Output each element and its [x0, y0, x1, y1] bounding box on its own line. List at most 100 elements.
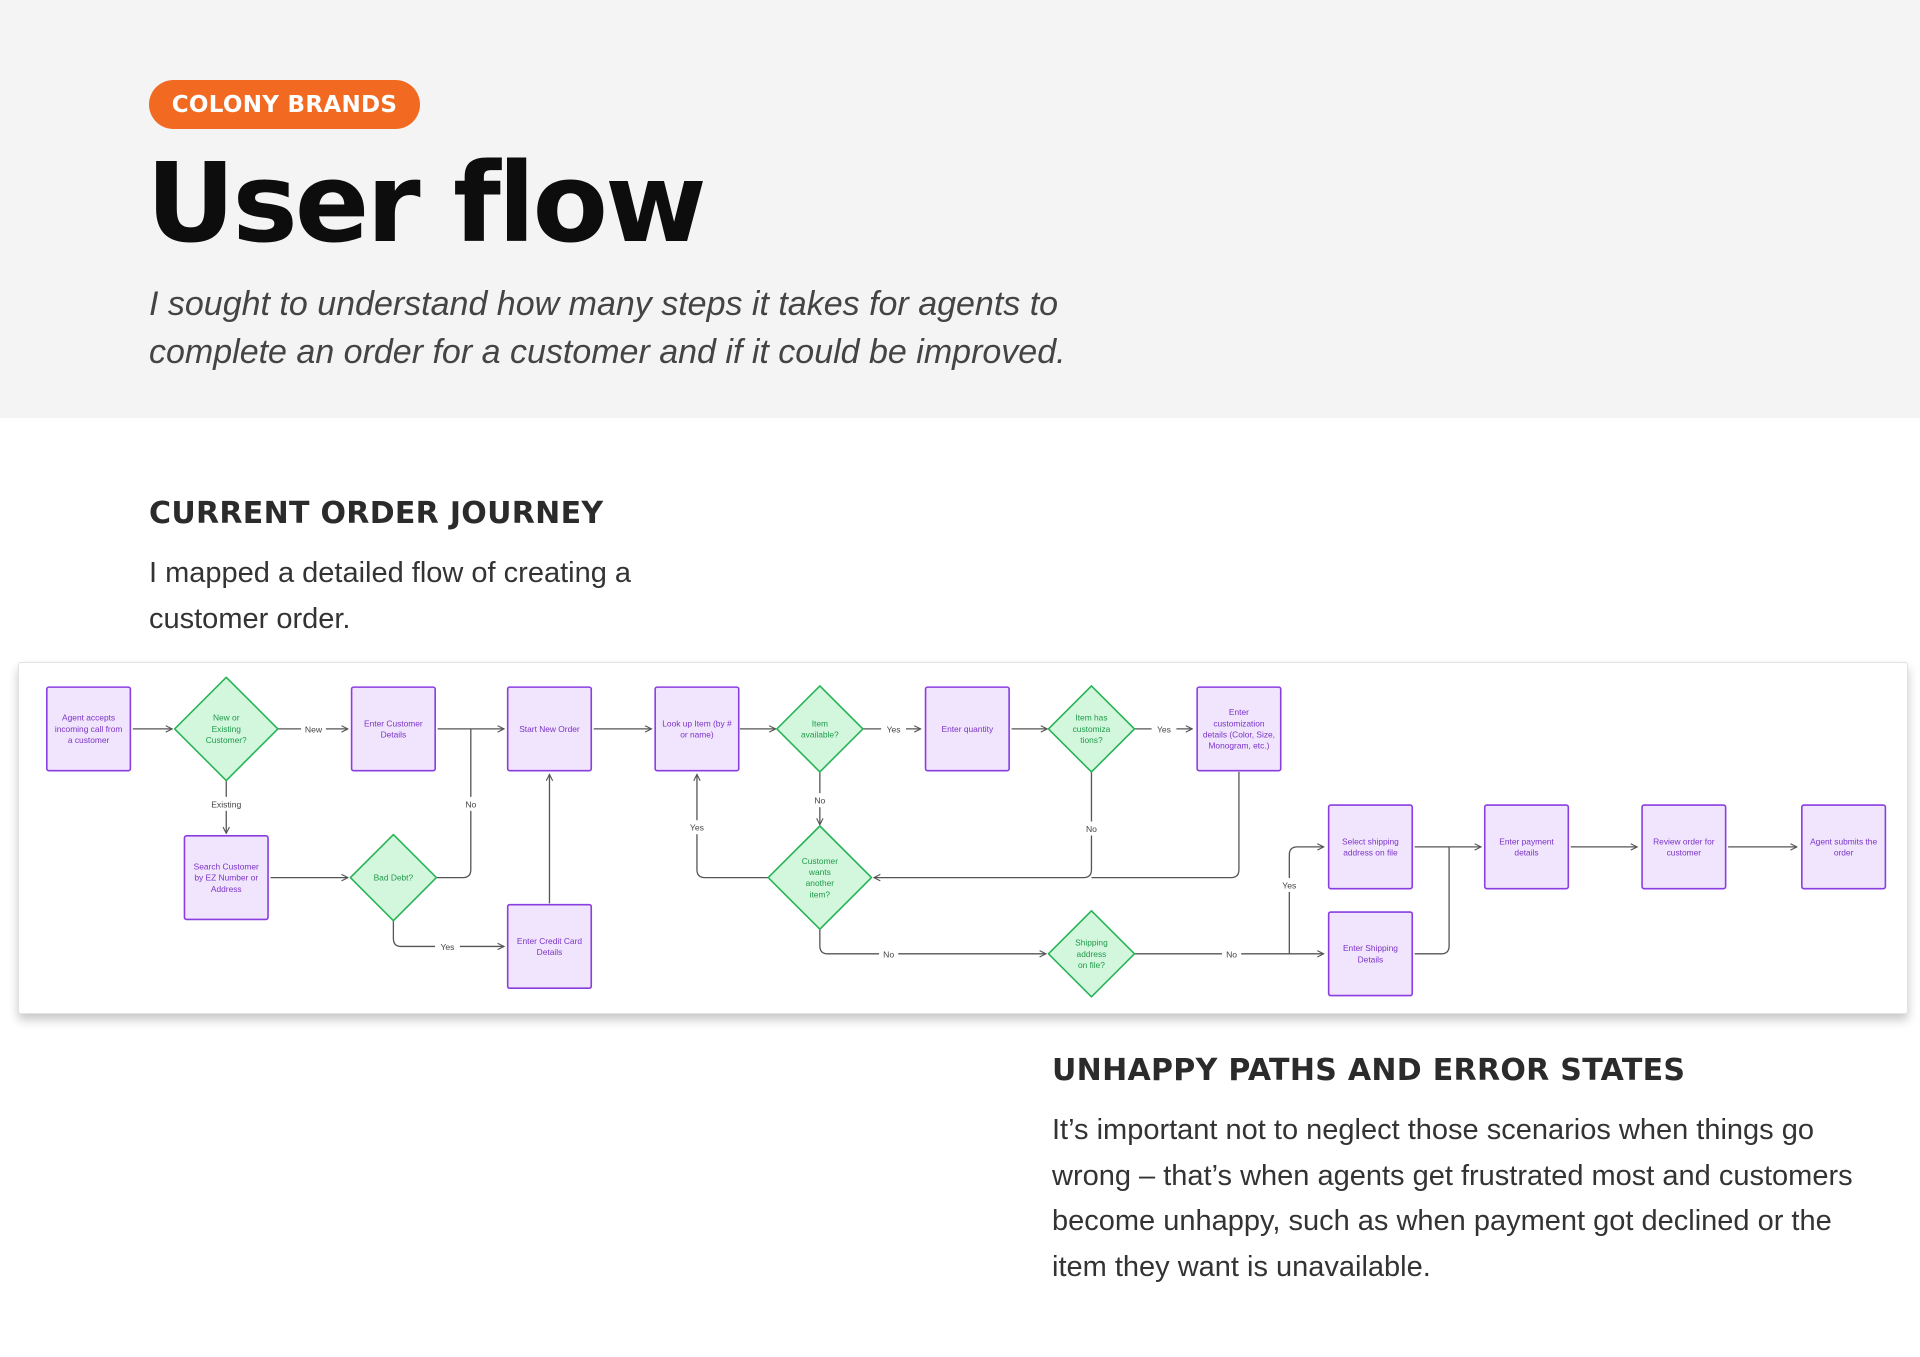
process-box [1327, 911, 1414, 997]
flow-node-start-order: Start New Order [506, 686, 593, 772]
process-box [1327, 804, 1414, 890]
flow-connector [1414, 846, 1450, 955]
connector-label-bg [1151, 721, 1177, 736]
connector-label-bg [1221, 946, 1242, 961]
section-body-unhappy-paths: It’s important not to neglect those scen… [1052, 1114, 1853, 1283]
connector-label-existing: Existing [211, 799, 241, 809]
connector-label-bg [881, 721, 906, 736]
process-box [1196, 686, 1282, 772]
process-box [924, 686, 1010, 772]
connector-label-baddebt_no: No [465, 799, 476, 809]
connector-label-custom_yes: Yes [1157, 724, 1171, 734]
section-title-unhappy-paths: UNHAPPY PATHS AND ERROR STATES [1052, 1053, 1686, 1088]
process-box [350, 686, 436, 772]
connector-label-ship_yes: Yes [1282, 880, 1296, 890]
brand-tag: COLONY BRANDS [149, 80, 420, 129]
connector-label-new: New [305, 724, 323, 734]
connector-label-bg [810, 793, 830, 808]
decision-diamond [1047, 910, 1136, 998]
process-box [506, 903, 593, 990]
flow-connector [1091, 771, 1240, 879]
decision-diamond [776, 685, 864, 773]
connector-label-avail_yes: Yes [887, 724, 901, 734]
connector-label-avail_no: No [814, 796, 825, 806]
decision-diamond [767, 825, 873, 931]
decision-diamond [349, 833, 438, 922]
flow-node-bad-debt: Bad Debt? [349, 833, 438, 922]
process-box [506, 686, 593, 772]
connector-label-ship_no: No [1226, 949, 1237, 959]
page-subtitle: I sought to understand how many steps it… [149, 285, 1066, 371]
connector-label-bg [1081, 821, 1102, 836]
flow-node-label: Look up Item (by #or name) [662, 718, 732, 739]
flow-connector [436, 728, 472, 879]
section-title-current-journey: CURRENT ORDER JOURNEY [149, 496, 604, 531]
connector-label-bg [879, 946, 899, 961]
process-box [1483, 804, 1570, 890]
flow-connector [819, 929, 1046, 954]
decision-diamond [1047, 685, 1136, 773]
connector-label-custom_no: No [1086, 824, 1097, 834]
flow-connectors [132, 728, 1797, 955]
process-box [183, 835, 269, 921]
connector-label-baddebt_yes: Yes [440, 942, 454, 952]
flow-connector [1288, 847, 1323, 954]
process-box [46, 686, 132, 772]
connector-label-another_yes: Yes [690, 823, 704, 833]
flow-connector [392, 920, 504, 947]
page-title: User flow [146, 139, 707, 267]
connector-label-bg [461, 796, 481, 811]
hero-section [0, 0, 1920, 418]
process-box [1801, 804, 1887, 890]
connector-label-bg [301, 721, 326, 736]
process-box [654, 686, 740, 772]
section-body-current-journey: I mapped a detailed flow of creating a c… [149, 557, 632, 635]
flow-node-quantity: Enter quantity [924, 686, 1010, 772]
connector-label-bg [684, 820, 710, 835]
connector-label-bg [435, 939, 460, 954]
process-box [1641, 804, 1727, 890]
connector-label-bg [199, 796, 253, 811]
flow-node-label: Enter quantity [941, 724, 993, 734]
decision-diamond [173, 676, 279, 782]
connector-label-bg [1276, 877, 1302, 892]
flow-connector [874, 771, 1093, 878]
flow-node-label: Bad Debt? [374, 873, 414, 883]
flow-connector [697, 774, 769, 879]
connector-label-another_no: No [883, 949, 894, 959]
